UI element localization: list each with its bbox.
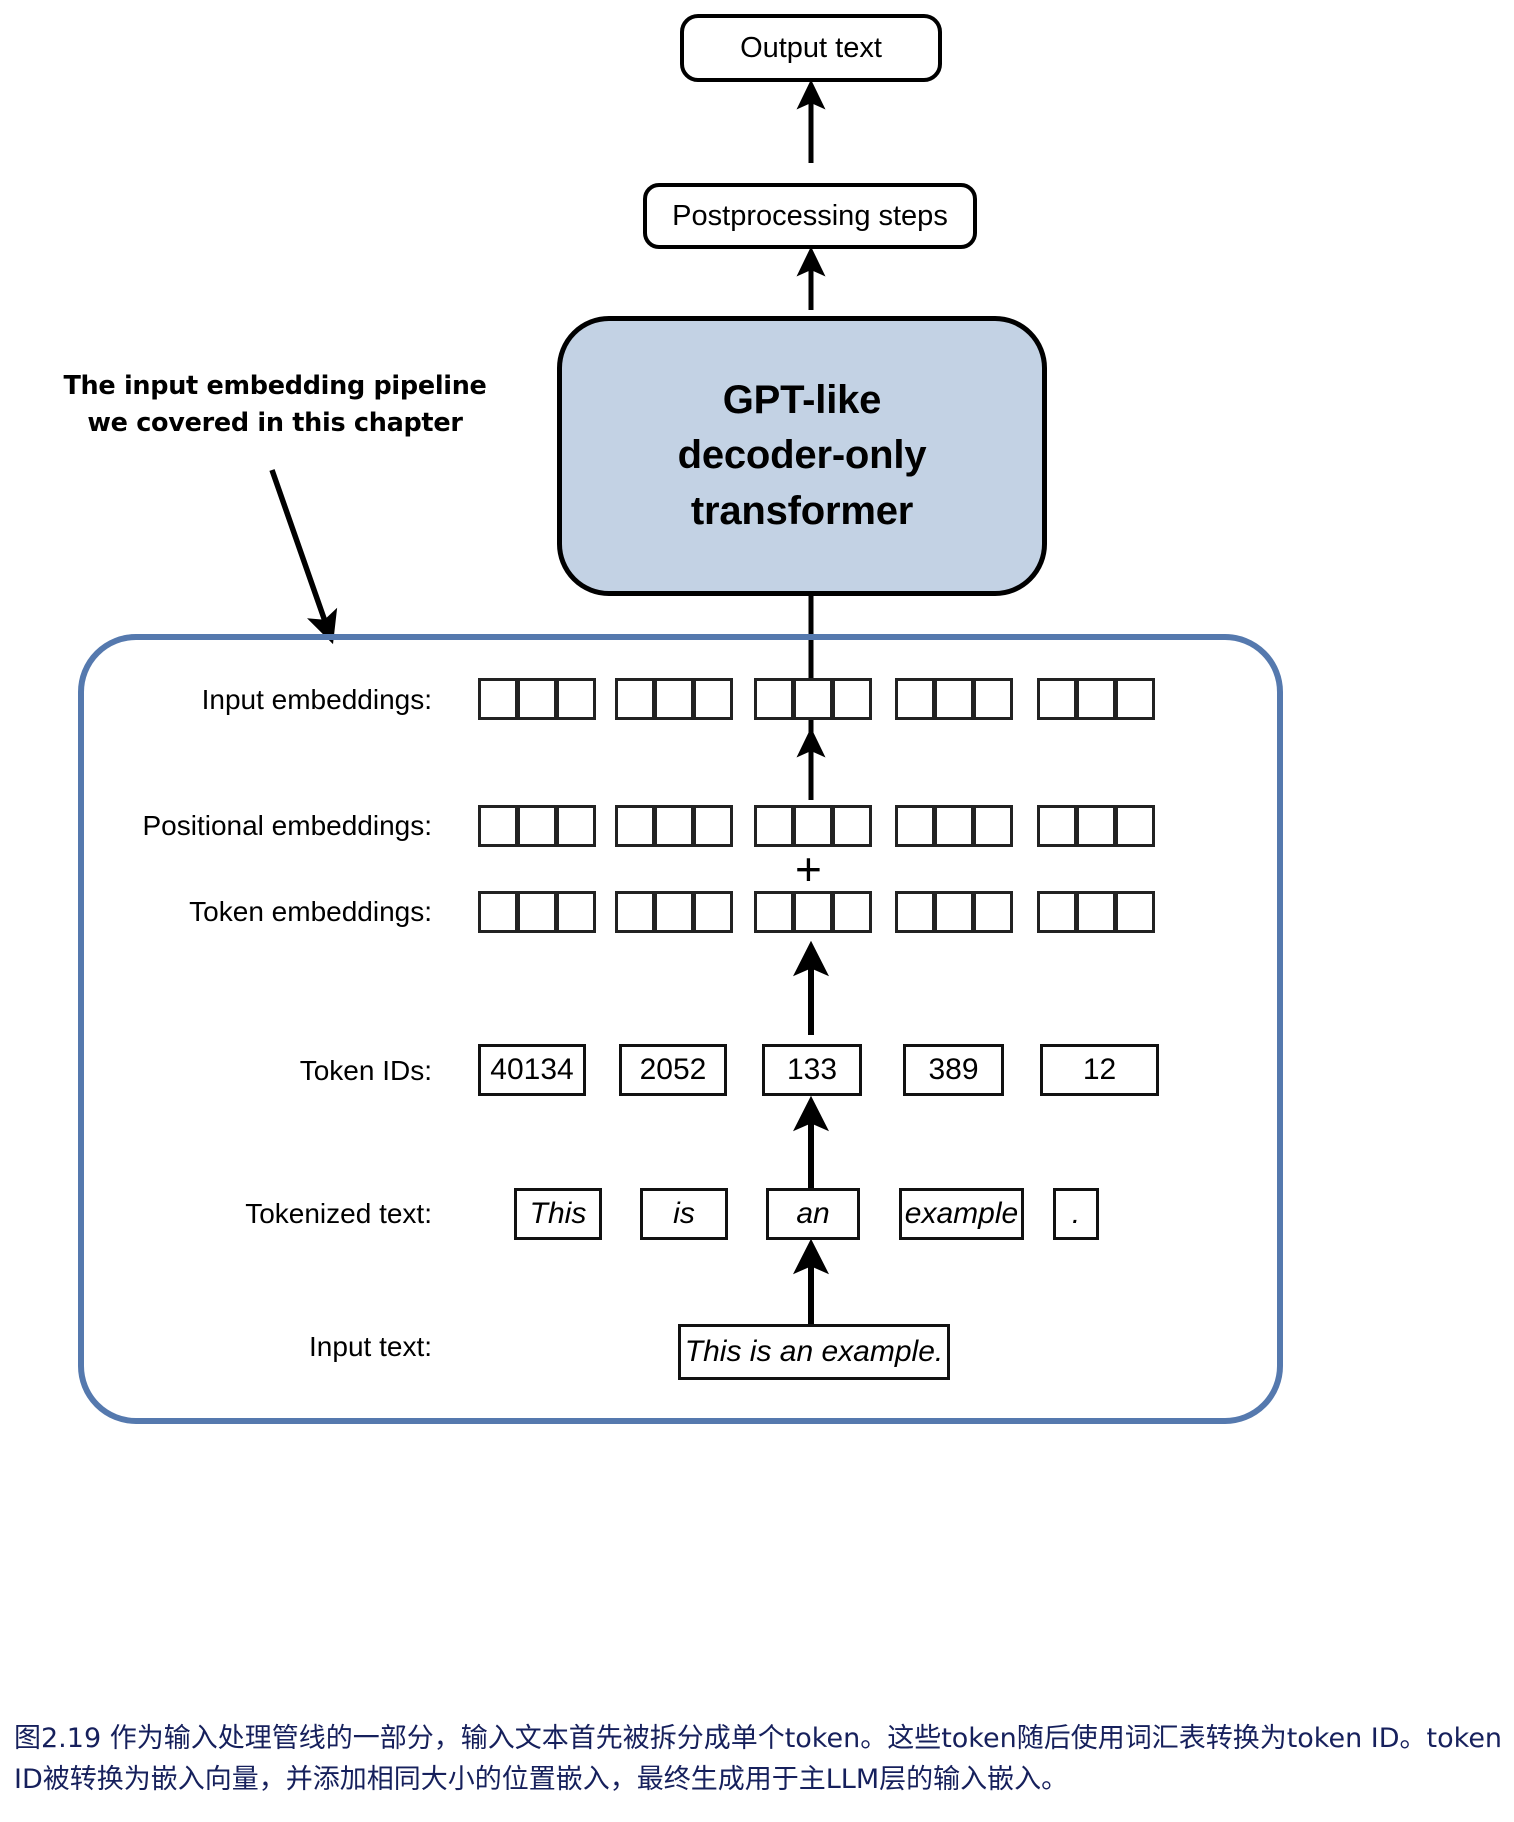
gpt-block-line-3: transformer <box>690 488 914 533</box>
row-label-input-text: Input text: <box>309 1331 432 1362</box>
postprocessing-label: Postprocessing steps <box>672 199 948 232</box>
embedding-cell <box>832 678 872 720</box>
token-id-box-1[interactable]: 40134 <box>478 1044 586 1096</box>
input-embeddings-group-3[interactable] <box>754 678 872 720</box>
embedding-cell <box>654 805 694 847</box>
row-label-token-ids: Token IDs: <box>299 1055 432 1086</box>
token-id-box-3[interactable]: 133 <box>762 1044 862 1096</box>
embedding-cell <box>754 678 794 720</box>
embedding-cell <box>793 805 833 847</box>
input-embeddings-group-1[interactable] <box>478 678 596 720</box>
input-embeddings-group-5[interactable] <box>1037 678 1155 720</box>
embedding-cell <box>754 891 794 933</box>
embedding-cell <box>517 891 557 933</box>
embedding-cell <box>793 891 833 933</box>
input-embedding-pipeline-container <box>78 634 1283 1424</box>
embedding-cell <box>1076 678 1116 720</box>
embedding-cell <box>1037 805 1077 847</box>
annotation-line-1: The input embedding pipeline <box>63 371 487 401</box>
embedding-cell <box>654 678 694 720</box>
positional-embeddings-group-3[interactable] <box>754 805 872 847</box>
embedding-cell <box>693 891 733 933</box>
tokenized-text-box-5[interactable]: . <box>1053 1188 1099 1240</box>
row-label-input-embeddings: Input embeddings: <box>201 684 432 715</box>
positional-embeddings-group-4[interactable] <box>895 805 1013 847</box>
embedding-cell <box>793 678 833 720</box>
token-embeddings-group-3[interactable] <box>754 891 872 933</box>
tokenized-text-box-3[interactable]: an <box>766 1188 860 1240</box>
tokenized-text-box-1[interactable]: This <box>514 1188 602 1240</box>
input-embeddings-group-4[interactable] <box>895 678 1013 720</box>
embedding-cell <box>478 891 518 933</box>
row-label-token-embeddings: Token embeddings: <box>189 896 432 927</box>
embedding-cell <box>973 678 1013 720</box>
embedding-cell <box>615 678 655 720</box>
positional-embeddings-group-2[interactable] <box>615 805 733 847</box>
embedding-cell <box>1037 678 1077 720</box>
token-embeddings-group-4[interactable] <box>895 891 1013 933</box>
embedding-cell <box>895 805 935 847</box>
token-embeddings-group-2[interactable] <box>615 891 733 933</box>
embedding-cell <box>1115 678 1155 720</box>
input-text-box[interactable]: This is an example. <box>678 1324 950 1380</box>
embedding-cell <box>1076 805 1116 847</box>
postprocessing-node[interactable]: Postprocessing steps <box>643 183 977 249</box>
tokenized-text-box-2[interactable]: is <box>640 1188 728 1240</box>
embedding-cell <box>832 805 872 847</box>
embedding-cell <box>1037 891 1077 933</box>
embedding-cell <box>693 805 733 847</box>
embedding-cell <box>693 678 733 720</box>
embedding-cell <box>1115 891 1155 933</box>
row-label-positional-embeddings: Positional embeddings: <box>142 810 432 841</box>
gpt-block-line-2: decoder-only <box>677 433 927 478</box>
gpt-block-line-1: GPT-like <box>722 378 882 423</box>
token-embeddings-group-1[interactable] <box>478 891 596 933</box>
embedding-cell <box>895 678 935 720</box>
embedding-cell <box>934 805 974 847</box>
gpt-decoder-block[interactable]: GPT-like decoder-only transformer <box>557 316 1047 596</box>
token-id-box-4[interactable]: 389 <box>903 1044 1004 1096</box>
positional-embeddings-group-5[interactable] <box>1037 805 1155 847</box>
embedding-cell <box>1115 805 1155 847</box>
embedding-cell <box>615 891 655 933</box>
token-id-box-5[interactable]: 12 <box>1040 1044 1159 1096</box>
embedding-cell <box>934 678 974 720</box>
embedding-cell <box>556 891 596 933</box>
embedding-cell <box>478 805 518 847</box>
tokenized-text-box-4[interactable]: example <box>899 1188 1024 1240</box>
figure-caption: 图2.19 作为输入处理管线的一部分，输入文本首先被拆分成单个token。这些t… <box>14 1723 1503 1796</box>
output-text-label: Output text <box>740 31 882 64</box>
embedding-cell <box>517 805 557 847</box>
embedding-cell <box>832 891 872 933</box>
pipeline-annotation: The input embedding pipeline we covered … <box>60 368 490 442</box>
embedding-cell <box>478 678 518 720</box>
plus-operator-icon: + <box>795 843 822 895</box>
embedding-cell <box>973 805 1013 847</box>
row-label-tokenized-text: Tokenized text: <box>245 1198 432 1229</box>
input-embeddings-group-2[interactable] <box>615 678 733 720</box>
arrow-annotation-to-pipeline <box>269 469 338 645</box>
embedding-cell <box>973 891 1013 933</box>
embedding-cell <box>517 678 557 720</box>
embedding-cell <box>895 891 935 933</box>
embedding-cell <box>654 891 694 933</box>
token-id-box-2[interactable]: 2052 <box>619 1044 727 1096</box>
positional-embeddings-group-1[interactable] <box>478 805 596 847</box>
embedding-cell <box>615 805 655 847</box>
output-text-node[interactable]: Output text <box>680 14 942 82</box>
embedding-cell <box>556 678 596 720</box>
annotation-line-2: we covered in this chapter <box>87 407 463 438</box>
embedding-cell <box>934 891 974 933</box>
embedding-cell <box>1076 891 1116 933</box>
token-embeddings-group-5[interactable] <box>1037 891 1155 933</box>
embedding-cell <box>556 805 596 847</box>
embedding-cell <box>754 805 794 847</box>
